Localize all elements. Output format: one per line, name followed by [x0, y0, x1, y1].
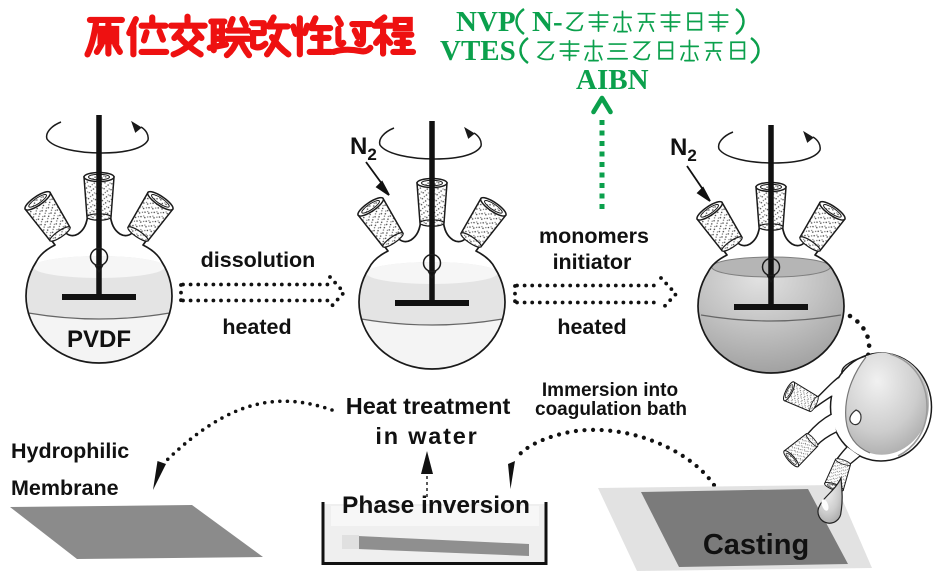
svg-text:monomers: monomers: [539, 224, 649, 248]
svg-text:N2: N2: [670, 134, 697, 165]
svg-text:heated: heated: [222, 315, 291, 339]
svg-text:Heat treatment: Heat treatment: [346, 393, 511, 419]
svg-text:in water: in water: [375, 423, 478, 449]
svg-text:NVP: NVP: [456, 6, 516, 38]
svg-text:AIBN: AIBN: [576, 64, 649, 96]
svg-text:Immersion into: Immersion into: [542, 380, 678, 401]
svg-text:Casting: Casting: [703, 529, 809, 561]
svg-text:N-: N-: [532, 6, 563, 38]
svg-text:Phase inversion: Phase inversion: [342, 492, 530, 519]
svg-text:initiator: initiator: [553, 250, 632, 274]
svg-text:N2: N2: [350, 133, 377, 164]
svg-text:coagulation bath: coagulation bath: [535, 399, 687, 420]
svg-text:Membrane: Membrane: [11, 476, 119, 500]
svg-text:dissolution: dissolution: [201, 248, 316, 272]
svg-text:heated: heated: [557, 315, 626, 339]
svg-text:VTES: VTES: [440, 35, 516, 67]
svg-text:Hydrophilic: Hydrophilic: [11, 439, 129, 463]
svg-text:PVDF: PVDF: [67, 326, 131, 353]
